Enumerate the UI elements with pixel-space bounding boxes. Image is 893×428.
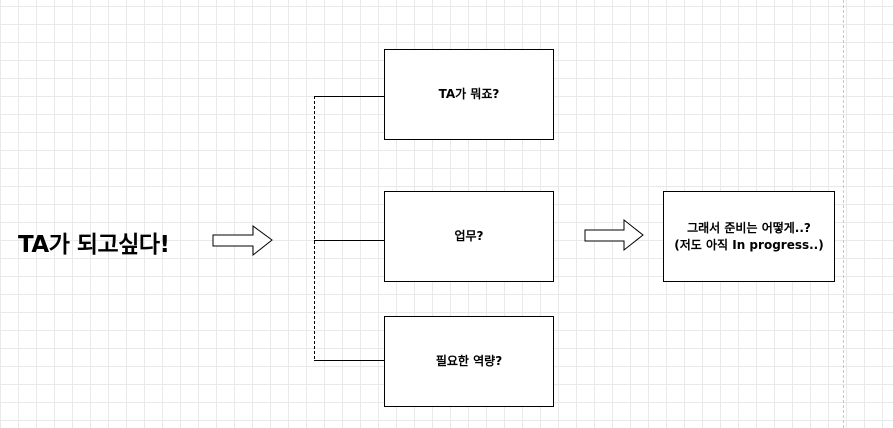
- box-what-is-ta-label: TA가 뭐죠?: [438, 87, 500, 101]
- box-duties-label: 업무?: [454, 229, 484, 243]
- box-what-is-ta[interactable]: TA가 뭐죠?: [384, 49, 554, 140]
- arrow-to-result: [584, 218, 644, 252]
- arrow-title-to-bracket: [212, 225, 273, 257]
- box-required-skills-label: 필요한 역량?: [435, 354, 503, 368]
- box-required-skills[interactable]: 필요한 역량?: [384, 316, 554, 407]
- box-duties[interactable]: 업무?: [384, 191, 554, 282]
- box-preparation[interactable]: 그래서 준비는 어떻게..? (저도 아직 In progress..): [663, 191, 835, 282]
- box-preparation-line-2: (저도 아직 In progress..): [674, 237, 824, 252]
- page-boundary-guide: [843, 0, 844, 428]
- diagram-title: TA가 되고싶다!: [18, 232, 170, 258]
- box-preparation-line-1: 그래서 준비는 어떻게..?: [687, 220, 811, 235]
